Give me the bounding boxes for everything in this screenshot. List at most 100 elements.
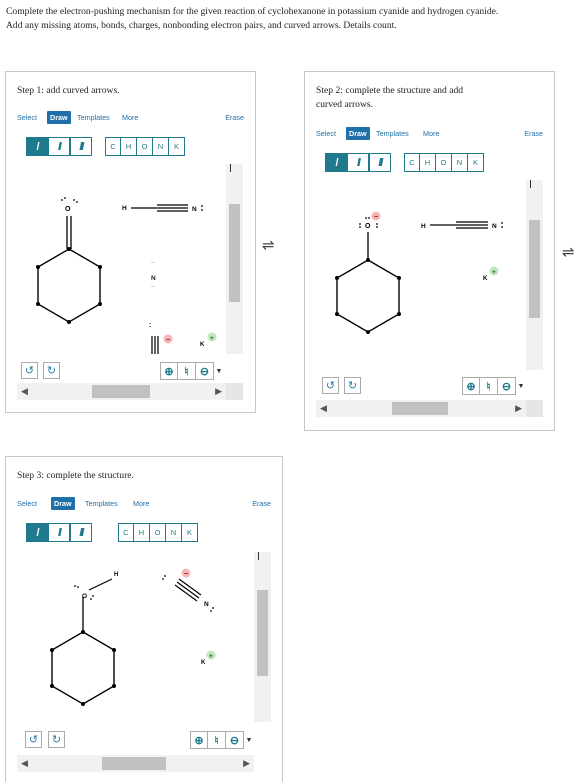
zoom-out-icon[interactable]: ⊖: [196, 362, 214, 380]
negative-charge-sign: −: [166, 337, 170, 344]
atom-o-button[interactable]: O: [137, 137, 153, 156]
double-bond-button[interactable]: //: [48, 523, 70, 542]
undo-icon[interactable]: ↺: [322, 377, 339, 394]
atom-k-button[interactable]: K: [468, 153, 484, 172]
zoom-dropdown-icon[interactable]: ▼: [245, 736, 253, 744]
undo-icon[interactable]: ↺: [25, 731, 42, 748]
more-tab[interactable]: More: [122, 113, 139, 122]
scroll-right-icon[interactable]: ▶: [215, 386, 222, 396]
double-bond-button[interactable]: //: [347, 153, 369, 172]
atom-tools: C H O N K: [105, 137, 185, 156]
atom-o-button[interactable]: O: [436, 153, 452, 172]
templates-tab[interactable]: Templates: [376, 129, 409, 138]
cyclohexane-ring: [37, 248, 101, 323]
scroll-right-icon[interactable]: ▶: [515, 403, 522, 413]
step-1-vertical-scrollbar[interactable]: [226, 164, 243, 354]
zoom-dropdown-icon[interactable]: ▼: [517, 382, 525, 390]
cyanide-negative-charge: [163, 334, 173, 344]
zoom-out-icon[interactable]: ⊖: [498, 377, 516, 395]
zoom-reset-icon[interactable]: ♮: [480, 377, 498, 395]
templates-tab[interactable]: Templates: [85, 499, 118, 508]
atom-c-button[interactable]: C: [404, 153, 420, 172]
scroll-left-icon[interactable]: ◀: [21, 386, 28, 396]
step-2-panel: Step 2: complete the structure and add c…: [304, 71, 555, 431]
scroll-thumb[interactable]: [229, 204, 240, 302]
step-3-horizontal-scrollbar[interactable]: ◀ ▶: [17, 755, 254, 772]
draw-tab[interactable]: Draw: [346, 127, 370, 140]
atom-k-button[interactable]: K: [169, 137, 185, 156]
draw-tab[interactable]: Draw: [47, 111, 71, 124]
zoom-dropdown-icon[interactable]: ▼: [215, 367, 223, 375]
zoom-in-icon[interactable]: ⊕: [462, 377, 480, 395]
erase-button[interactable]: Erase: [252, 499, 271, 508]
select-tab[interactable]: Select: [316, 129, 336, 138]
zoom-controls: ⊕ ♮ ⊖ ▼: [462, 377, 526, 395]
step-1-drawing-canvas[interactable]: O H N : − K +: [17, 164, 235, 354]
step-2-title-line-2: curved arrows.: [316, 99, 374, 110]
step-1-horizontal-scrollbar[interactable]: ◀ ▶: [17, 383, 226, 400]
scroll-thumb[interactable]: [529, 220, 540, 318]
bond-tools: / // ///: [26, 137, 92, 156]
atom-o-button[interactable]: O: [150, 523, 166, 542]
potassium-positive-charge: [207, 332, 217, 342]
step-1-panel: Step 1: add curved arrows. Select Draw T…: [5, 71, 256, 413]
undo-icon[interactable]: ↺: [21, 362, 38, 379]
triple-bond-button[interactable]: ///: [70, 137, 92, 156]
step-2-horizontal-scrollbar[interactable]: ◀ ▶: [316, 400, 526, 417]
step-3-bottom-controls: ↺ ↻ ⊕ ♮ ⊖ ▼: [17, 731, 271, 751]
atom-k-button[interactable]: K: [182, 523, 198, 542]
select-tab[interactable]: Select: [17, 499, 37, 508]
zoom-reset-icon[interactable]: ♮: [178, 362, 196, 380]
step-2-drawing-canvas[interactable]: O − H N K +: [316, 180, 526, 370]
step-2-vertical-scrollbar[interactable]: [526, 180, 543, 370]
triple-bond-button[interactable]: ///: [70, 523, 92, 542]
step-3-title: Step 3: complete the structure.: [17, 470, 134, 481]
erase-button[interactable]: Erase: [524, 129, 543, 138]
atom-n-button[interactable]: N: [452, 153, 468, 172]
bond-tools: / // ///: [26, 523, 92, 542]
scroll-cap: [230, 164, 231, 172]
templates-tab[interactable]: Templates: [77, 113, 110, 122]
erase-button[interactable]: Erase: [225, 113, 244, 122]
atom-c-button[interactable]: C: [105, 137, 121, 156]
scroll-thumb[interactable]: [92, 385, 150, 398]
zoom-reset-icon[interactable]: ♮: [208, 731, 226, 749]
scroll-right-icon[interactable]: ▶: [243, 758, 250, 768]
ring-vertices: [50, 630, 116, 706]
zoom-in-icon[interactable]: ⊕: [160, 362, 178, 380]
scroll-thumb[interactable]: [257, 590, 268, 676]
step-3-vertical-scrollbar[interactable]: [254, 552, 271, 722]
scroll-left-icon[interactable]: ◀: [21, 758, 28, 768]
atom-tools: C H O N K: [404, 153, 484, 172]
atom-n-button[interactable]: N: [153, 137, 169, 156]
zoom-controls: ⊕ ♮ ⊖ ▼: [160, 362, 224, 380]
atom-h-button[interactable]: H: [134, 523, 150, 542]
single-bond-button[interactable]: /: [26, 523, 48, 542]
select-tab[interactable]: Select: [17, 113, 37, 122]
step-2-title: Step 2: complete the structure and add c…: [316, 84, 463, 112]
more-tab[interactable]: More: [423, 129, 440, 138]
scroll-thumb[interactable]: [392, 402, 448, 415]
triple-bond-button[interactable]: ///: [369, 153, 391, 172]
atom-c-button[interactable]: C: [118, 523, 134, 542]
redo-icon[interactable]: ↻: [48, 731, 65, 748]
redo-icon[interactable]: ↻: [344, 377, 361, 394]
atom-h-button[interactable]: H: [121, 137, 137, 156]
single-bond-button[interactable]: /: [325, 153, 347, 172]
zoom-in-icon[interactable]: ⊕: [190, 731, 208, 749]
atom-h-button[interactable]: H: [420, 153, 436, 172]
scroll-left-icon[interactable]: ◀: [320, 403, 327, 413]
more-tab[interactable]: More: [133, 499, 150, 508]
step-3-drawing-canvas[interactable]: O H − N K +: [17, 552, 257, 722]
hcn-nitrogen-label: N: [192, 206, 197, 213]
cyanide-nitrogen-label: N: [151, 275, 156, 282]
atom-n-button[interactable]: N: [166, 523, 182, 542]
step-1-title: Step 1: add curved arrows.: [17, 85, 120, 96]
zoom-out-icon[interactable]: ⊖: [226, 731, 244, 749]
scroll-thumb[interactable]: [102, 757, 166, 770]
redo-icon[interactable]: ↻: [43, 362, 60, 379]
draw-tab[interactable]: Draw: [51, 497, 75, 510]
single-bond-button[interactable]: /: [26, 137, 48, 156]
double-bond-button[interactable]: //: [48, 137, 70, 156]
cyclohexane-ring: [336, 259, 400, 333]
